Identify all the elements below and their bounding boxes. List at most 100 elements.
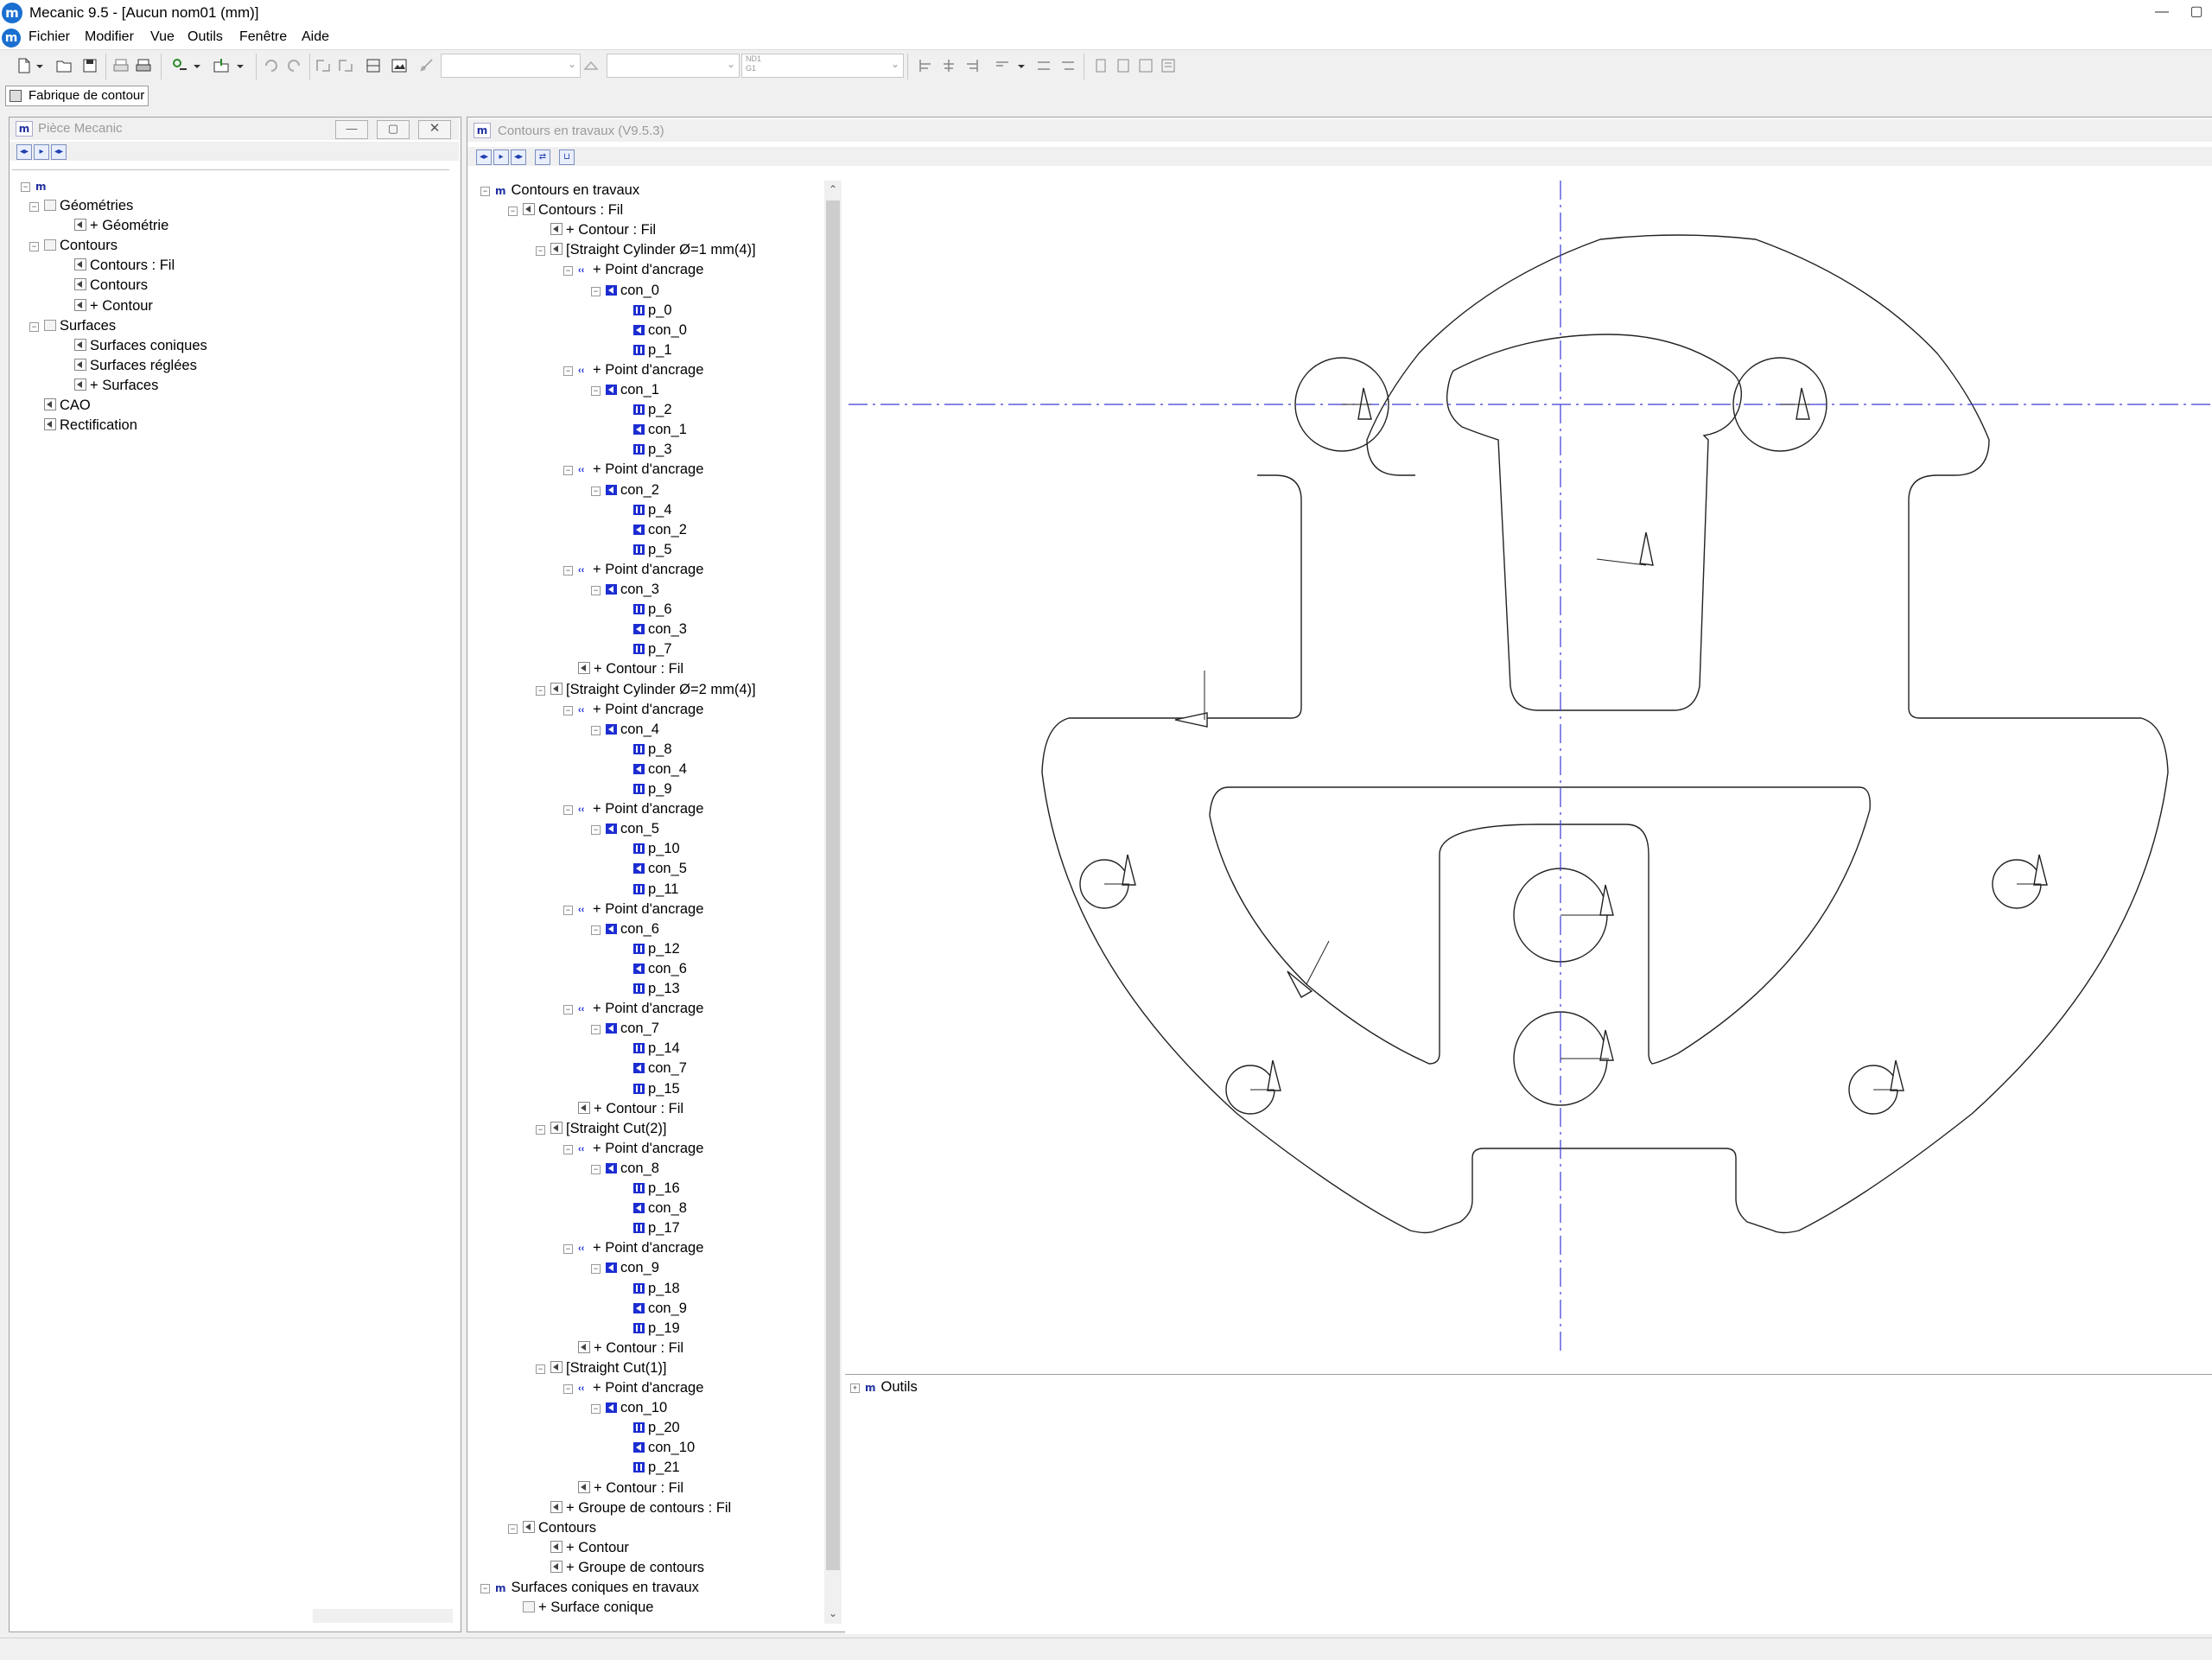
contours-tree-item[interactable]: con_9 (619, 1299, 687, 1319)
piece-tree-item[interactable]: −Surfaces (29, 316, 116, 336)
contours-tree-item[interactable]: −‹‹+ Point d'ancrage (563, 700, 703, 720)
contours-tree-item[interactable]: −con_7 (591, 1019, 659, 1039)
print-icon[interactable] (135, 57, 152, 74)
contours-tree-item[interactable]: −con_6 (591, 919, 659, 939)
contour-edit-icon[interactable] (337, 57, 354, 74)
nd-select[interactable]: ND1 G1⌄ (741, 54, 904, 78)
collapse-icon[interactable]: − (591, 925, 601, 935)
collapse-icon[interactable]: − (591, 386, 601, 396)
collapse-icon[interactable]: − (591, 725, 601, 735)
contours-tree-item[interactable]: −con_10 (591, 1398, 667, 1418)
collapse-icon[interactable]: − (591, 486, 601, 496)
contours-tree-item[interactable]: p_20 (619, 1418, 680, 1438)
contours-tree-item[interactable]: con_0 (619, 321, 687, 340)
piece-tree-item[interactable]: + Contour (60, 296, 153, 316)
contours-tree-item[interactable]: con_2 (619, 520, 687, 540)
piece-tree-item[interactable]: CAO (29, 396, 91, 416)
contours-tree-item[interactable]: −Contours (508, 1518, 596, 1538)
contours-tree-item[interactable]: p_21 (619, 1458, 680, 1478)
contours-tree-item[interactable]: p_7 (619, 639, 672, 659)
collapse-icon[interactable]: − (563, 366, 573, 376)
piece-tree-item[interactable]: Contours : Fil (60, 256, 175, 276)
collapse-icon[interactable]: − (29, 202, 39, 212)
contours-tree-item[interactable]: + Groupe de contours : Fil (536, 1498, 731, 1518)
layer-tool-icon[interactable] (582, 57, 600, 74)
contours-tree-item[interactable]: con_10 (619, 1438, 695, 1458)
menu-fenetre[interactable]: Fenêtre (239, 29, 288, 44)
contours-tree-item[interactable]: −con_4 (591, 720, 659, 740)
contours-tree-item[interactable]: p_17 (619, 1218, 680, 1238)
contours-tree-item[interactable]: con_6 (619, 959, 687, 979)
new-dropdown-arrow-icon[interactable] (35, 57, 45, 74)
contours-tree-item[interactable]: p_5 (619, 540, 672, 560)
menu-fichier[interactable]: Fichier (29, 29, 71, 44)
scroll-up-arrow-icon[interactable]: ⌃ (828, 183, 838, 195)
piece-tree-item[interactable]: Surfaces coniques (60, 336, 207, 356)
contours-tree-item[interactable]: −‹‹+ Point d'ancrage (563, 1139, 703, 1159)
collapse-icon[interactable]: − (21, 182, 30, 192)
distribute-dropdown-arrow-icon[interactable] (1016, 57, 1027, 74)
expand-level-icon[interactable]: ▸ (493, 149, 509, 165)
collapse-icon[interactable]: − (480, 1584, 490, 1593)
contours-tree-item[interactable]: p_2 (619, 400, 672, 420)
piece-tree-item[interactable]: −Contours (29, 236, 118, 256)
import-icon[interactable] (213, 57, 230, 74)
panel-restore-button[interactable]: ▢ (377, 120, 410, 139)
panel-minimize-button[interactable]: — (335, 120, 368, 139)
collapse-icon[interactable]: − (591, 1025, 601, 1035)
left-panel-scrollbar[interactable] (313, 1609, 453, 1623)
piece-tree-item[interactable]: Rectification (29, 416, 137, 436)
contours-tree-item[interactable]: −con_3 (591, 580, 659, 600)
tool-select[interactable]: ⌄ (607, 54, 740, 78)
contours-tree-item[interactable]: + Contour : Fil (563, 659, 683, 679)
piece-tree-item[interactable]: Surfaces réglées (60, 356, 197, 376)
collapse-icon[interactable]: − (563, 266, 573, 277)
collapse-icon[interactable]: − (591, 825, 601, 836)
contours-tree-item[interactable]: + Contour : Fil (563, 1339, 683, 1358)
contours-tree-item[interactable]: p_15 (619, 1079, 680, 1099)
contours-tree-item[interactable]: p_10 (619, 839, 680, 859)
collapse-all-icon[interactable]: ◂▸ (476, 149, 492, 165)
contours-tree-item[interactable]: con_5 (619, 859, 687, 879)
piece-tree-item[interactable]: Contours (60, 276, 148, 296)
contours-tree-item[interactable]: −‹‹+ Point d'ancrage (563, 560, 703, 580)
contour-drawing[interactable] (849, 181, 2212, 1354)
contour-tool-icon[interactable] (315, 57, 332, 74)
contours-tree-item[interactable]: p_4 (619, 500, 672, 520)
size-height-icon[interactable] (1115, 57, 1132, 74)
contours-tree-scroll-thumb[interactable] (826, 200, 840, 1570)
contours-tree-item[interactable]: p_9 (619, 779, 672, 799)
contours-tree-item[interactable]: −[Straight Cylinder Ø=2 mm(4)] (536, 680, 756, 700)
collapse-icon[interactable]: − (563, 1384, 573, 1394)
drawing-canvas[interactable] (849, 181, 2212, 1354)
layer-select[interactable]: ⌄ (441, 54, 581, 78)
contours-tree-item[interactable]: p_13 (619, 979, 680, 999)
contours-tree-item[interactable]: p_19 (619, 1319, 680, 1339)
collapse-icon[interactable]: − (563, 1144, 573, 1154)
collapse-all-icon[interactable]: ◂▸ (16, 144, 32, 160)
collapse-icon[interactable]: − (591, 1164, 601, 1174)
contours-tree-item[interactable]: p_12 (619, 939, 680, 959)
collapse-icon[interactable]: − (563, 565, 573, 576)
align-left-icon[interactable] (918, 57, 935, 74)
contours-tree-item[interactable]: p_0 (619, 301, 672, 321)
minimize-button[interactable]: — (2155, 4, 2169, 19)
collapse-icon[interactable]: − (563, 805, 573, 816)
contours-tree-item[interactable]: −con_2 (591, 480, 659, 500)
restore-button[interactable]: ▢ (2190, 4, 2203, 19)
undo-icon[interactable] (263, 57, 280, 74)
collapse-icon[interactable]: − (536, 246, 545, 257)
collapse-icon[interactable]: − (591, 286, 601, 296)
contours-tree-item[interactable]: + Surface conique (508, 1598, 653, 1618)
menu-modifier[interactable]: Modifier (85, 29, 134, 44)
contours-tree-item[interactable]: −‹‹+ Point d'ancrage (563, 360, 703, 380)
tab-fabrique-de-contour[interactable]: Fabrique de contour (5, 86, 149, 106)
redo-icon[interactable] (285, 57, 302, 74)
menu-vue[interactable]: Vue (150, 29, 175, 44)
contours-tree-item[interactable]: con_7 (619, 1059, 687, 1078)
collapse-icon[interactable]: − (536, 1124, 545, 1135)
collapse-icon[interactable]: − (563, 905, 573, 915)
space-vertical-icon[interactable] (1059, 57, 1077, 74)
